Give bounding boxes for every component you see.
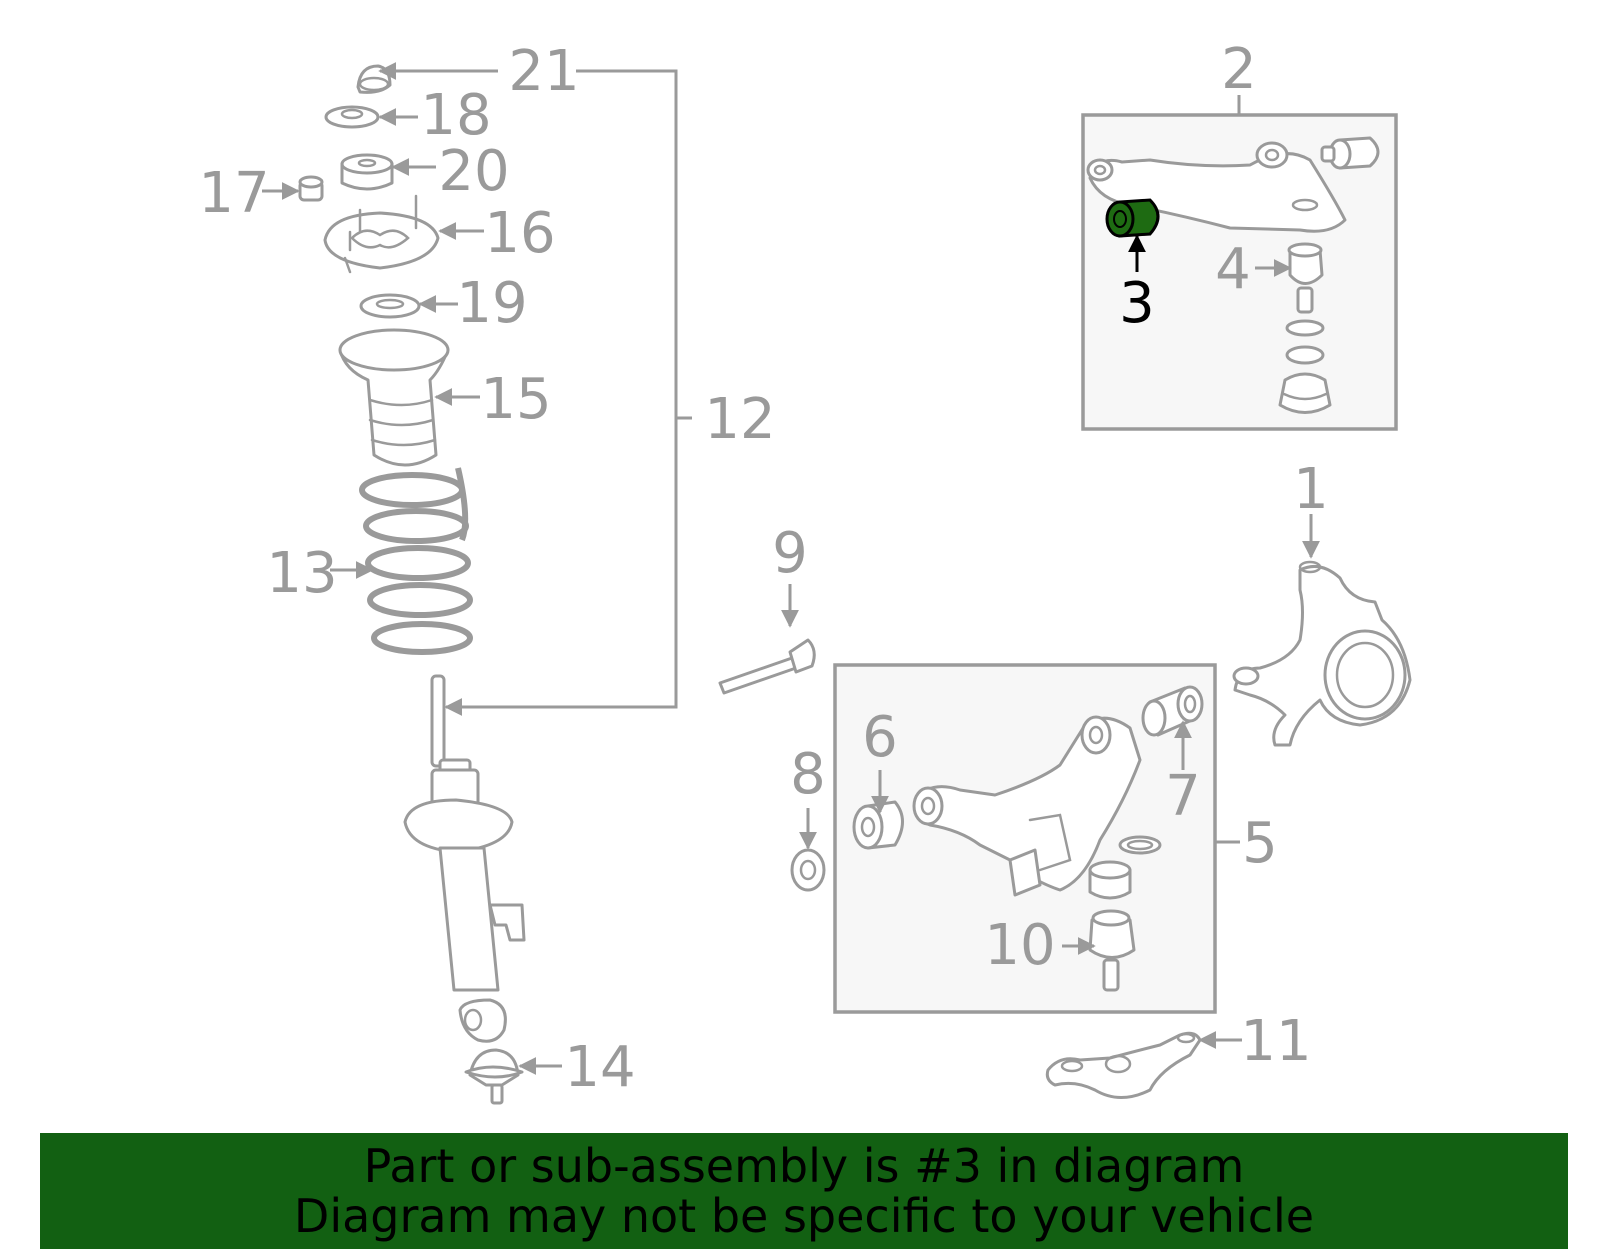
callout-12: 12	[704, 387, 775, 452]
callout-21: 21	[508, 39, 579, 104]
callout-16: 16	[484, 201, 555, 266]
callout-11: 11	[1240, 1009, 1311, 1074]
part-14-balljoint	[464, 1048, 524, 1105]
callout-3: 3	[1119, 271, 1155, 336]
callout-17: 17	[198, 161, 269, 226]
part-16-upper-mount	[323, 194, 440, 274]
callout-2: 2	[1221, 37, 1257, 102]
callout-1: 1	[1293, 457, 1329, 522]
lower-arm-assembly	[852, 685, 1204, 992]
callout-10: 10	[984, 913, 1055, 978]
left-leaders	[262, 62, 692, 1075]
callout-8: 8	[790, 742, 826, 807]
lower-leaders	[799, 720, 1242, 1049]
part-17-nut	[298, 175, 324, 202]
part-11-bracket	[1045, 1031, 1202, 1099]
callout-15: 15	[480, 367, 551, 432]
callout-9: 9	[772, 521, 808, 586]
banner-line-1: Part or sub-assembly is #3 in diagram	[363, 1139, 1245, 1193]
notice-banner: Part or sub-assembly is #3 in diagram Di…	[40, 1133, 1568, 1249]
callout-6: 6	[862, 705, 898, 770]
callout-labels: 1 2 3 4 5 6 7 8 9 10 11 12 13 14 15 16 1…	[198, 37, 1328, 1100]
callout-14: 14	[564, 1035, 635, 1100]
part-4-balljoint	[1278, 242, 1332, 414]
part-8-washer	[790, 848, 826, 892]
callout-20: 20	[438, 139, 509, 204]
part-19-seat	[359, 293, 421, 319]
part-12-shock	[403, 674, 526, 1043]
strut-assembly	[298, 64, 526, 1105]
part-20-bushing	[340, 153, 394, 191]
upper-leaders	[1128, 95, 1292, 277]
part-9-bolt	[718, 638, 816, 695]
callout-5: 5	[1242, 811, 1278, 876]
part-3-bushing-highlight	[1105, 198, 1160, 238]
banner-line-2: Diagram may not be specific to your vehi…	[293, 1189, 1315, 1243]
part-15-boot	[338, 328, 450, 467]
callout-13: 13	[266, 541, 337, 606]
callout-4: 4	[1215, 237, 1251, 302]
part-1-knuckle	[1232, 560, 1412, 747]
callout-7: 7	[1165, 764, 1201, 829]
callout-19: 19	[456, 271, 527, 336]
callout-18: 18	[420, 83, 491, 148]
part-18-washer	[324, 105, 380, 129]
part-13-spring	[359, 467, 473, 655]
